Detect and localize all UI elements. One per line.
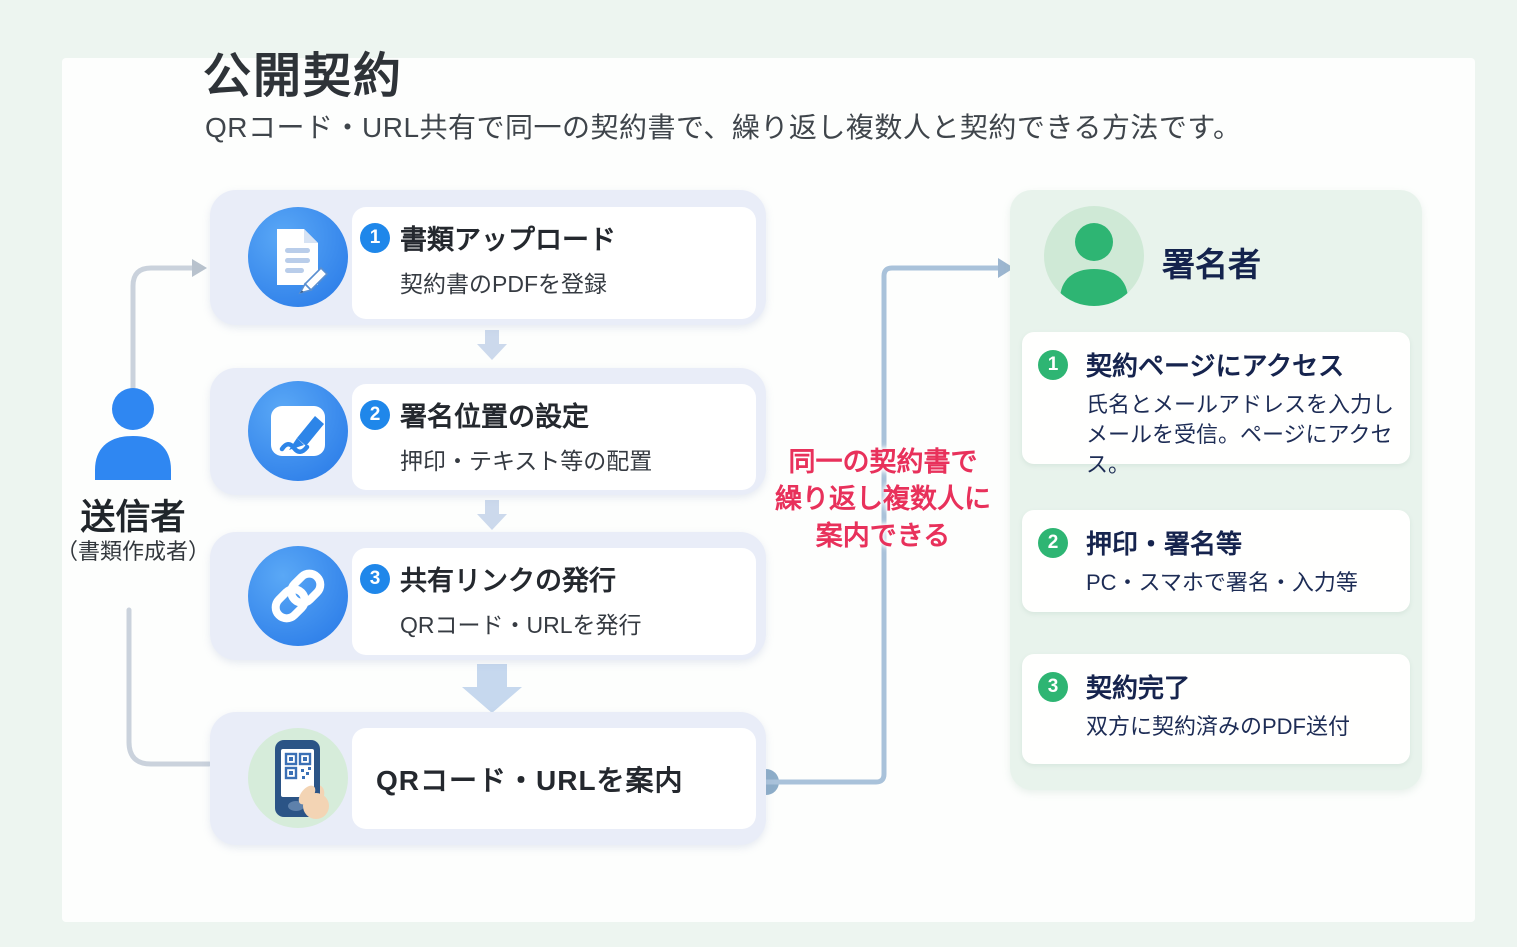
step-title: 共有リンクの発行	[400, 566, 616, 596]
signer-step-3-card: 3 契約完了 双方に契約済みのPDF送付	[1022, 654, 1410, 764]
reuse-note-line: 同一の契約書で	[788, 447, 978, 477]
qr-guidance-title: QRコード・URLを案内	[376, 764, 684, 796]
step-description: 契約書のPDFを登録	[400, 271, 607, 297]
reuse-note-line: 案内できる	[815, 521, 951, 551]
step-title: 契約ページにアクセス	[1086, 351, 1345, 381]
sender-step-2-card: 2 署名位置の設定 押印・テキスト等の配置	[352, 384, 756, 490]
qr-guidance-card: QRコード・URLを案内	[352, 728, 756, 829]
step-description: 押印・テキスト等の配置	[400, 448, 653, 474]
page-subtitle: QRコード・URL共有で同一の契約書で、繰り返し複数人と契約できる方法です。	[205, 112, 1242, 143]
signer-step-1-card: 1 契約ページにアクセス 氏名とメールアドレスを入力し メールを受信。ページにア…	[1022, 332, 1410, 477]
step-number-badge: 3	[360, 563, 390, 594]
step-description: PC・スマホで署名・入力等	[1086, 570, 1358, 595]
sender-person-icon	[95, 388, 171, 480]
reuse-note-line: 繰り返し複数人に	[775, 484, 991, 514]
step-number-badge: 2	[1038, 527, 1068, 558]
signer-person-icon	[1044, 206, 1144, 306]
step-description: 氏名とメールアドレスを入力し メールを受信。ページにアクセス。	[1086, 392, 1395, 477]
signer-label: 署名者	[1162, 246, 1261, 283]
step-number-badge: 3	[1038, 671, 1068, 702]
step-number-badge: 1	[360, 222, 390, 253]
document-upload-icon	[248, 207, 348, 307]
share-link-icon	[248, 546, 348, 646]
qr-phone-icon	[248, 728, 348, 828]
step-number-badge: 1	[1038, 349, 1068, 380]
step-description: QRコード・URLを発行	[400, 612, 642, 638]
signature-position-icon	[248, 381, 348, 481]
sender-step-3-card: 3 共有リンクの発行 QRコード・URLを発行	[352, 548, 756, 655]
step-title: 押印・署名等	[1086, 529, 1243, 559]
step-title: 署名位置の設定	[400, 402, 589, 432]
sender-label: 送信者	[80, 498, 186, 537]
step-title: 契約完了	[1086, 673, 1191, 703]
sender-sublabel: （書類作成者）	[55, 539, 210, 564]
step-title: 書類アップロード	[400, 225, 616, 255]
sender-step-1-card: 1 書類アップロード 契約書のPDFを登録	[352, 207, 756, 319]
step-number-badge: 2	[360, 399, 390, 430]
step-description: 双方に契約済みのPDF送付	[1086, 714, 1351, 739]
signer-step-2-card: 2 押印・署名等 PC・スマホで署名・入力等	[1022, 510, 1410, 612]
reuse-note: 同一の契約書で 繰り返し複数人に 案内できる	[763, 444, 1003, 555]
page-title: 公開契約	[203, 50, 404, 103]
